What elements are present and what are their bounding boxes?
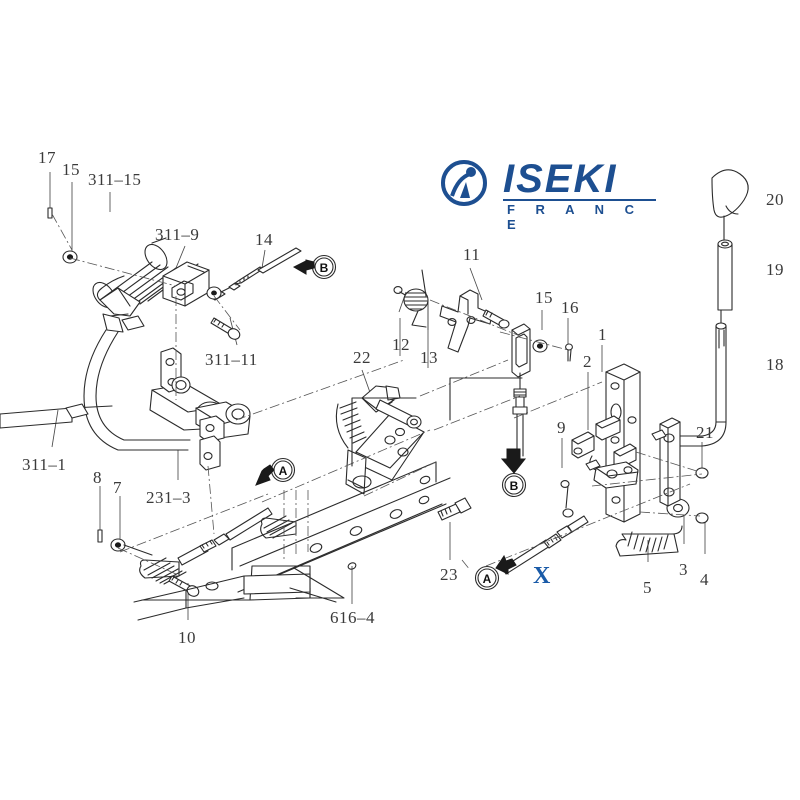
logo-subtitle: F R A N C E <box>507 202 643 232</box>
part-7-washer <box>110 538 126 552</box>
callout-c14: 14 <box>255 230 273 249</box>
part-15-washer-right <box>532 339 548 353</box>
callout-c20: 20 <box>766 190 784 209</box>
part-15-washer-left <box>62 250 78 264</box>
marker-A-left: A <box>255 457 296 486</box>
marker-A-bottom: A <box>474 554 517 591</box>
callout-c5: 5 <box>643 578 652 597</box>
cable-clevis-assembly <box>511 323 531 457</box>
callout-c3: 3 <box>679 560 688 579</box>
callout-c311_11: 311–11 <box>205 350 258 369</box>
part-5-tension-spring <box>615 525 683 557</box>
callout-c8: 8 <box>93 468 102 487</box>
part-4-snap-ring <box>695 512 709 524</box>
part-616-4-frame-rail <box>133 461 451 621</box>
callout-c1: 1 <box>598 325 607 344</box>
callout-c13: 13 <box>420 348 438 367</box>
part-1-support-plate <box>585 363 641 523</box>
centerline-center <box>283 490 309 560</box>
part-14-adjuster-rod <box>206 247 302 301</box>
part-22-mounting-bracket <box>335 385 425 495</box>
callout-c16: 16 <box>561 298 579 317</box>
marker-B-top: B <box>292 254 337 280</box>
left-rod-assembly <box>123 507 273 597</box>
part-19-lever-sleeve <box>717 215 733 325</box>
callout-c616_4: 616–4 <box>330 608 375 627</box>
svg-text:A: A <box>483 572 492 586</box>
part-311-11-bolt <box>210 317 241 340</box>
part-20-shift-knob <box>711 169 749 218</box>
callout-c15b: 15 <box>535 288 553 307</box>
callout-c19: 19 <box>766 260 784 279</box>
part-13-torsion-spring <box>403 269 429 328</box>
callout-c2: 2 <box>583 352 592 371</box>
callout-c17: 17 <box>38 148 56 167</box>
part-231-3-linkage <box>171 376 251 471</box>
logo-wordmark: ISEKI <box>503 157 618 201</box>
svg-text:B: B <box>510 479 519 493</box>
callout-c11: 11 <box>463 245 481 264</box>
callout-c18: 18 <box>766 355 784 374</box>
part-11-release-lever <box>439 289 510 353</box>
svg-text:A: A <box>279 464 288 478</box>
part-311-1-brake-pedal <box>0 287 225 451</box>
callout-c311_9: 311–9 <box>155 225 200 244</box>
callout-c12: 12 <box>392 335 410 354</box>
logo-divider-bar <box>503 199 656 201</box>
callout-c21: 21 <box>696 423 714 442</box>
part-16-split-pin <box>565 343 573 362</box>
marker-B-mid: B <box>500 448 527 498</box>
part-23-flange-bolt <box>437 497 472 521</box>
iseki-emblem-icon <box>441 160 487 206</box>
part-17-pin <box>47 207 53 219</box>
detail-box-outlines <box>351 377 523 467</box>
callout-c23: 23 <box>440 565 458 584</box>
callout-c22: 22 <box>353 348 371 367</box>
callout-c15a: 15 <box>62 160 80 179</box>
callout-c10: 10 <box>178 628 196 647</box>
callout-c4: 4 <box>700 570 709 589</box>
part-8-cotter-pin <box>97 529 103 543</box>
centerlines-assembly <box>51 213 703 575</box>
part-18-shift-rod <box>651 322 727 507</box>
part-21-snap-ring <box>695 467 709 479</box>
frame-spring-detail <box>260 515 297 539</box>
callout-c311_15: 311–15 <box>88 170 142 189</box>
svg-text:B: B <box>320 261 329 275</box>
callout-c311_1: 311–1 <box>22 455 67 474</box>
part-9-collar <box>571 431 595 459</box>
callout-c7: 7 <box>113 478 122 497</box>
iseki-logo: ISEKI F R A N C E <box>441 157 663 232</box>
callout-c231_3: 231–3 <box>146 488 191 507</box>
callout-cX: X <box>533 563 551 589</box>
callout-c9: 9 <box>557 418 566 437</box>
